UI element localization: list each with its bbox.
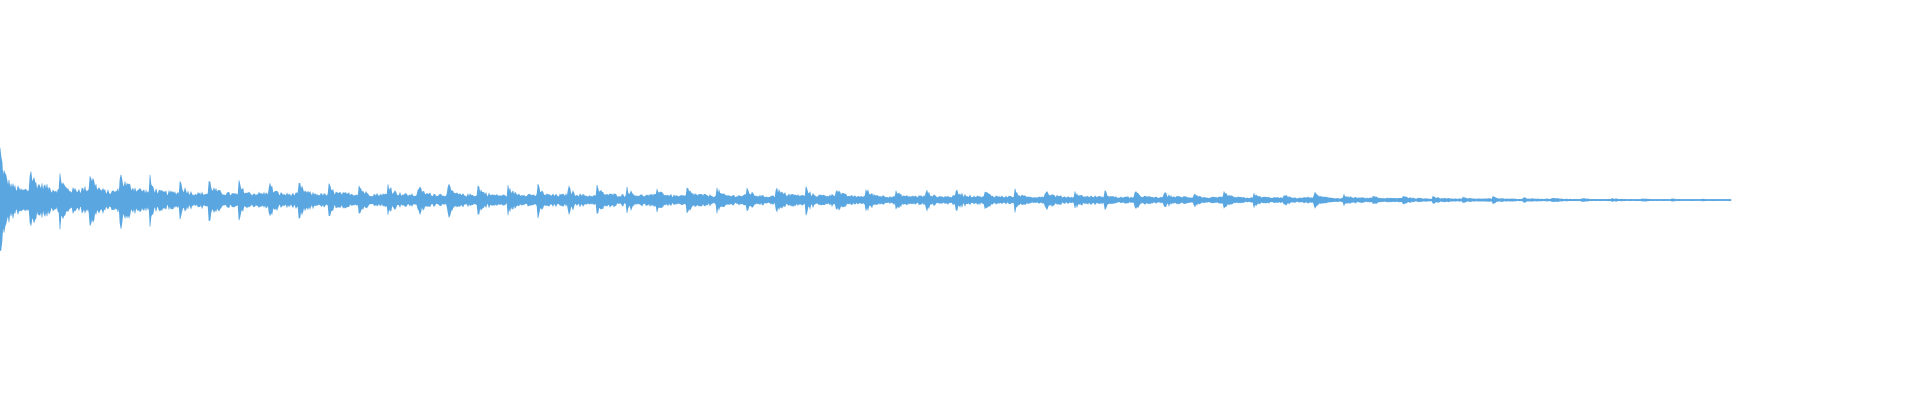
waveform-shape [0, 147, 1732, 252]
